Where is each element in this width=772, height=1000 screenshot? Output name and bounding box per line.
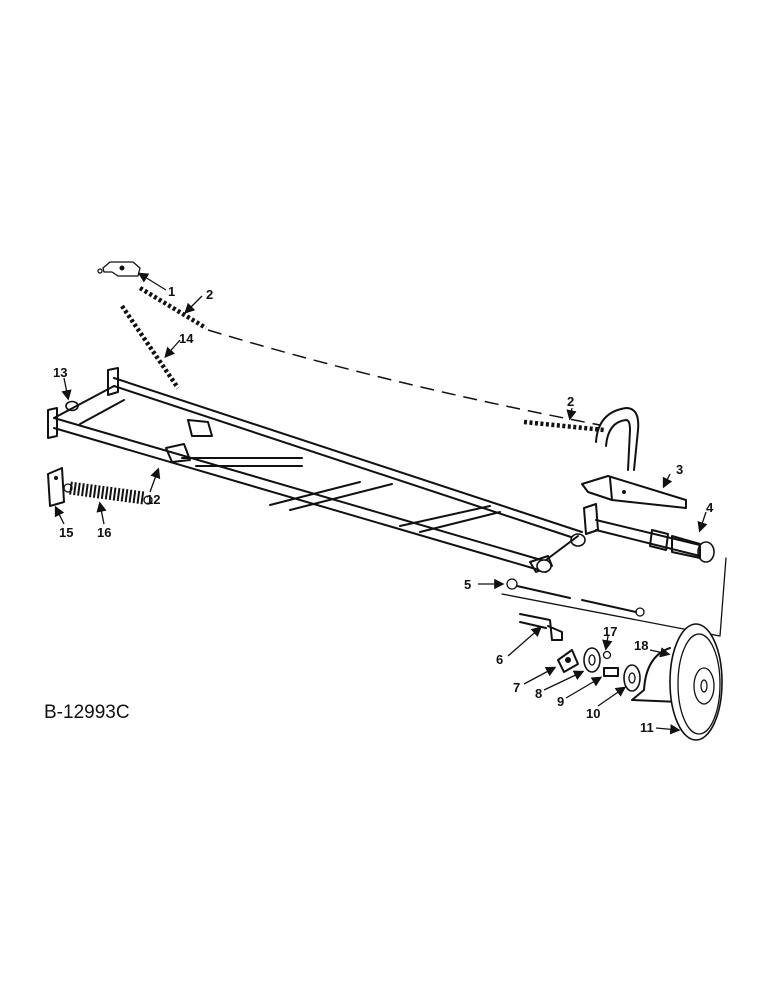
part-6-lbolt bbox=[519, 613, 563, 641]
callout-12: 12 bbox=[146, 492, 160, 507]
callouts: 1 2 14 13 2 3 4 12 15 16 5 17 18 6 7 8 9… bbox=[53, 284, 714, 735]
part-9-spacer bbox=[603, 667, 619, 677]
part-4-axle bbox=[583, 503, 715, 563]
callout-3: 3 bbox=[676, 462, 683, 477]
part-11-disc bbox=[669, 623, 723, 741]
part-2-chain-right bbox=[523, 419, 605, 433]
callout-11: 11 bbox=[640, 720, 654, 735]
callout-1: 1 bbox=[168, 284, 175, 299]
part-8-flange bbox=[583, 647, 601, 673]
part-7-hub bbox=[557, 649, 579, 673]
part-17-nut bbox=[602, 650, 612, 660]
part-2-chain-left bbox=[138, 286, 208, 330]
callout-10: 10 bbox=[586, 706, 600, 721]
callout-8: 8 bbox=[535, 686, 542, 701]
callout-14: 14 bbox=[179, 331, 194, 346]
callout-16: 16 bbox=[97, 525, 111, 540]
callout-2-right: 2 bbox=[567, 394, 574, 409]
part-16-spring bbox=[63, 481, 153, 505]
assembly-group-bracket bbox=[501, 557, 727, 637]
part-5-rod bbox=[506, 578, 645, 617]
callout-7: 7 bbox=[513, 680, 520, 695]
part-14-chain bbox=[120, 304, 180, 390]
callout-5: 5 bbox=[464, 577, 471, 592]
part-15-plate bbox=[47, 467, 65, 507]
callout-2-left: 2 bbox=[206, 287, 213, 302]
callout-6: 6 bbox=[496, 652, 503, 667]
part-12-frame bbox=[47, 367, 586, 573]
drawing-code: B-12993C bbox=[44, 702, 130, 723]
part-1-clip bbox=[97, 261, 141, 277]
callout-15: 15 bbox=[59, 525, 73, 540]
part-10-flange bbox=[623, 664, 641, 692]
callout-17: 17 bbox=[603, 624, 617, 639]
callout-13: 13 bbox=[53, 365, 67, 380]
callout-9: 9 bbox=[557, 694, 564, 709]
callout-18: 18 bbox=[634, 638, 648, 653]
callout-4: 4 bbox=[706, 500, 714, 515]
dashed-connector-line bbox=[207, 329, 601, 426]
leader-lines bbox=[54, 272, 708, 735]
part-3-bracket bbox=[581, 407, 687, 509]
